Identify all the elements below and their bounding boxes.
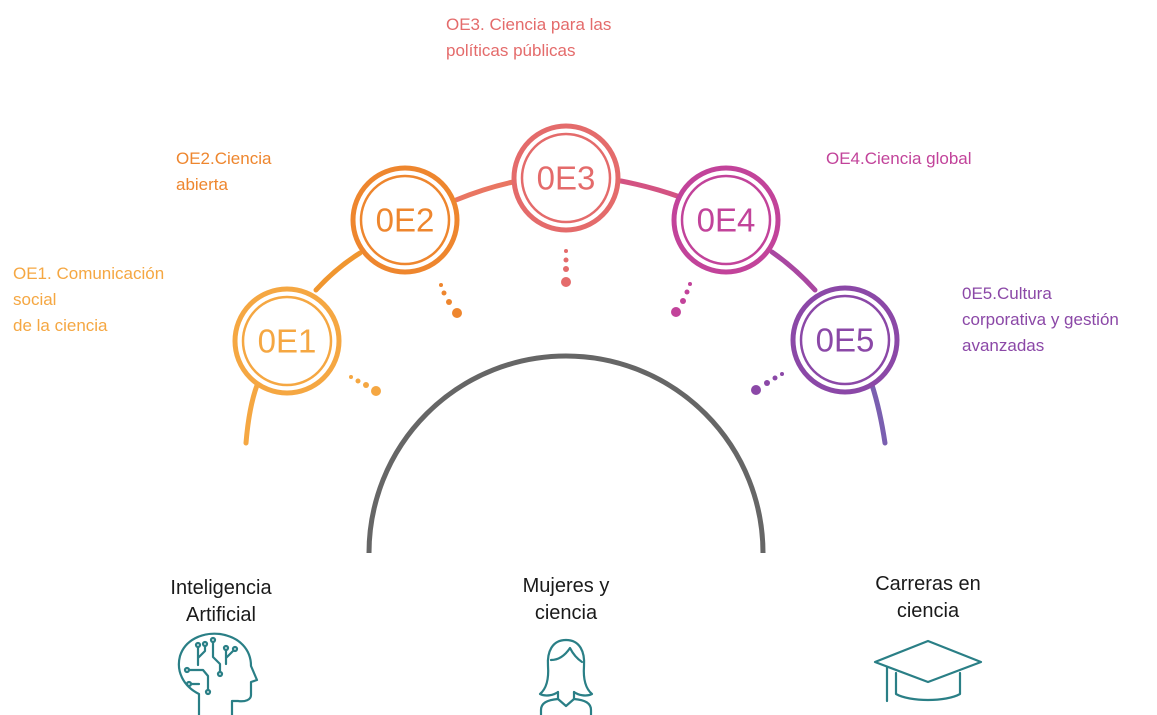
dotted-connector-oe2 <box>439 283 462 318</box>
node-oe3[interactable]: 0E3 <box>511 123 621 233</box>
woman-icon <box>538 638 594 715</box>
objective-text-oe3: OE3. Ciencia para las políticas públicas <box>446 15 612 60</box>
node-label-oe4: 0E4 <box>697 202 756 239</box>
dotted-connector-oe4 <box>671 282 692 317</box>
graduation-cap-icon <box>873 639 983 703</box>
node-label-oe3: 0E3 <box>537 160 596 197</box>
arc-segment-oe2-oe3 <box>453 179 516 203</box>
node-label-oe2: 0E2 <box>376 202 435 239</box>
theme-label-women: Mujeres y ciencia <box>522 575 610 624</box>
arc-segment-oe4-oe5 <box>769 249 818 293</box>
node-oe2[interactable]: 0E2 <box>350 165 460 275</box>
dotted-connector-oe5 <box>751 372 784 395</box>
objective-text-oe5: 0E5.Cultura corporativa y gestión avanza… <box>962 284 1119 355</box>
ai-brain-icon <box>177 632 259 715</box>
arc-segment-oe3-oe4 <box>618 178 683 200</box>
dotted-connector-oe3 <box>561 249 571 287</box>
objective-text-oe4: OE4.Ciencia global <box>826 149 972 168</box>
node-oe4[interactable]: 0E4 <box>671 165 781 275</box>
arc-segment-oe1-oe2 <box>313 250 363 293</box>
node-oe1[interactable]: 0E1 <box>232 286 342 396</box>
objective-text-oe1: OE1. Comunicación social de la ciencia <box>13 264 165 335</box>
node-label-oe5: 0E5 <box>816 322 875 359</box>
node-label-oe1: 0E1 <box>258 323 317 360</box>
objective-text-oe2: OE2.Ciencia abierta <box>176 149 272 194</box>
dotted-connector-oe1 <box>349 375 381 396</box>
center-arc <box>366 353 766 554</box>
arc-segment-oe5-end <box>869 382 888 446</box>
node-oe5[interactable]: 0E5 <box>790 285 900 395</box>
theme-label-ai: Inteligencia Artificial <box>170 577 272 626</box>
theme-label-careers: Carreras en ciencia <box>875 573 981 622</box>
